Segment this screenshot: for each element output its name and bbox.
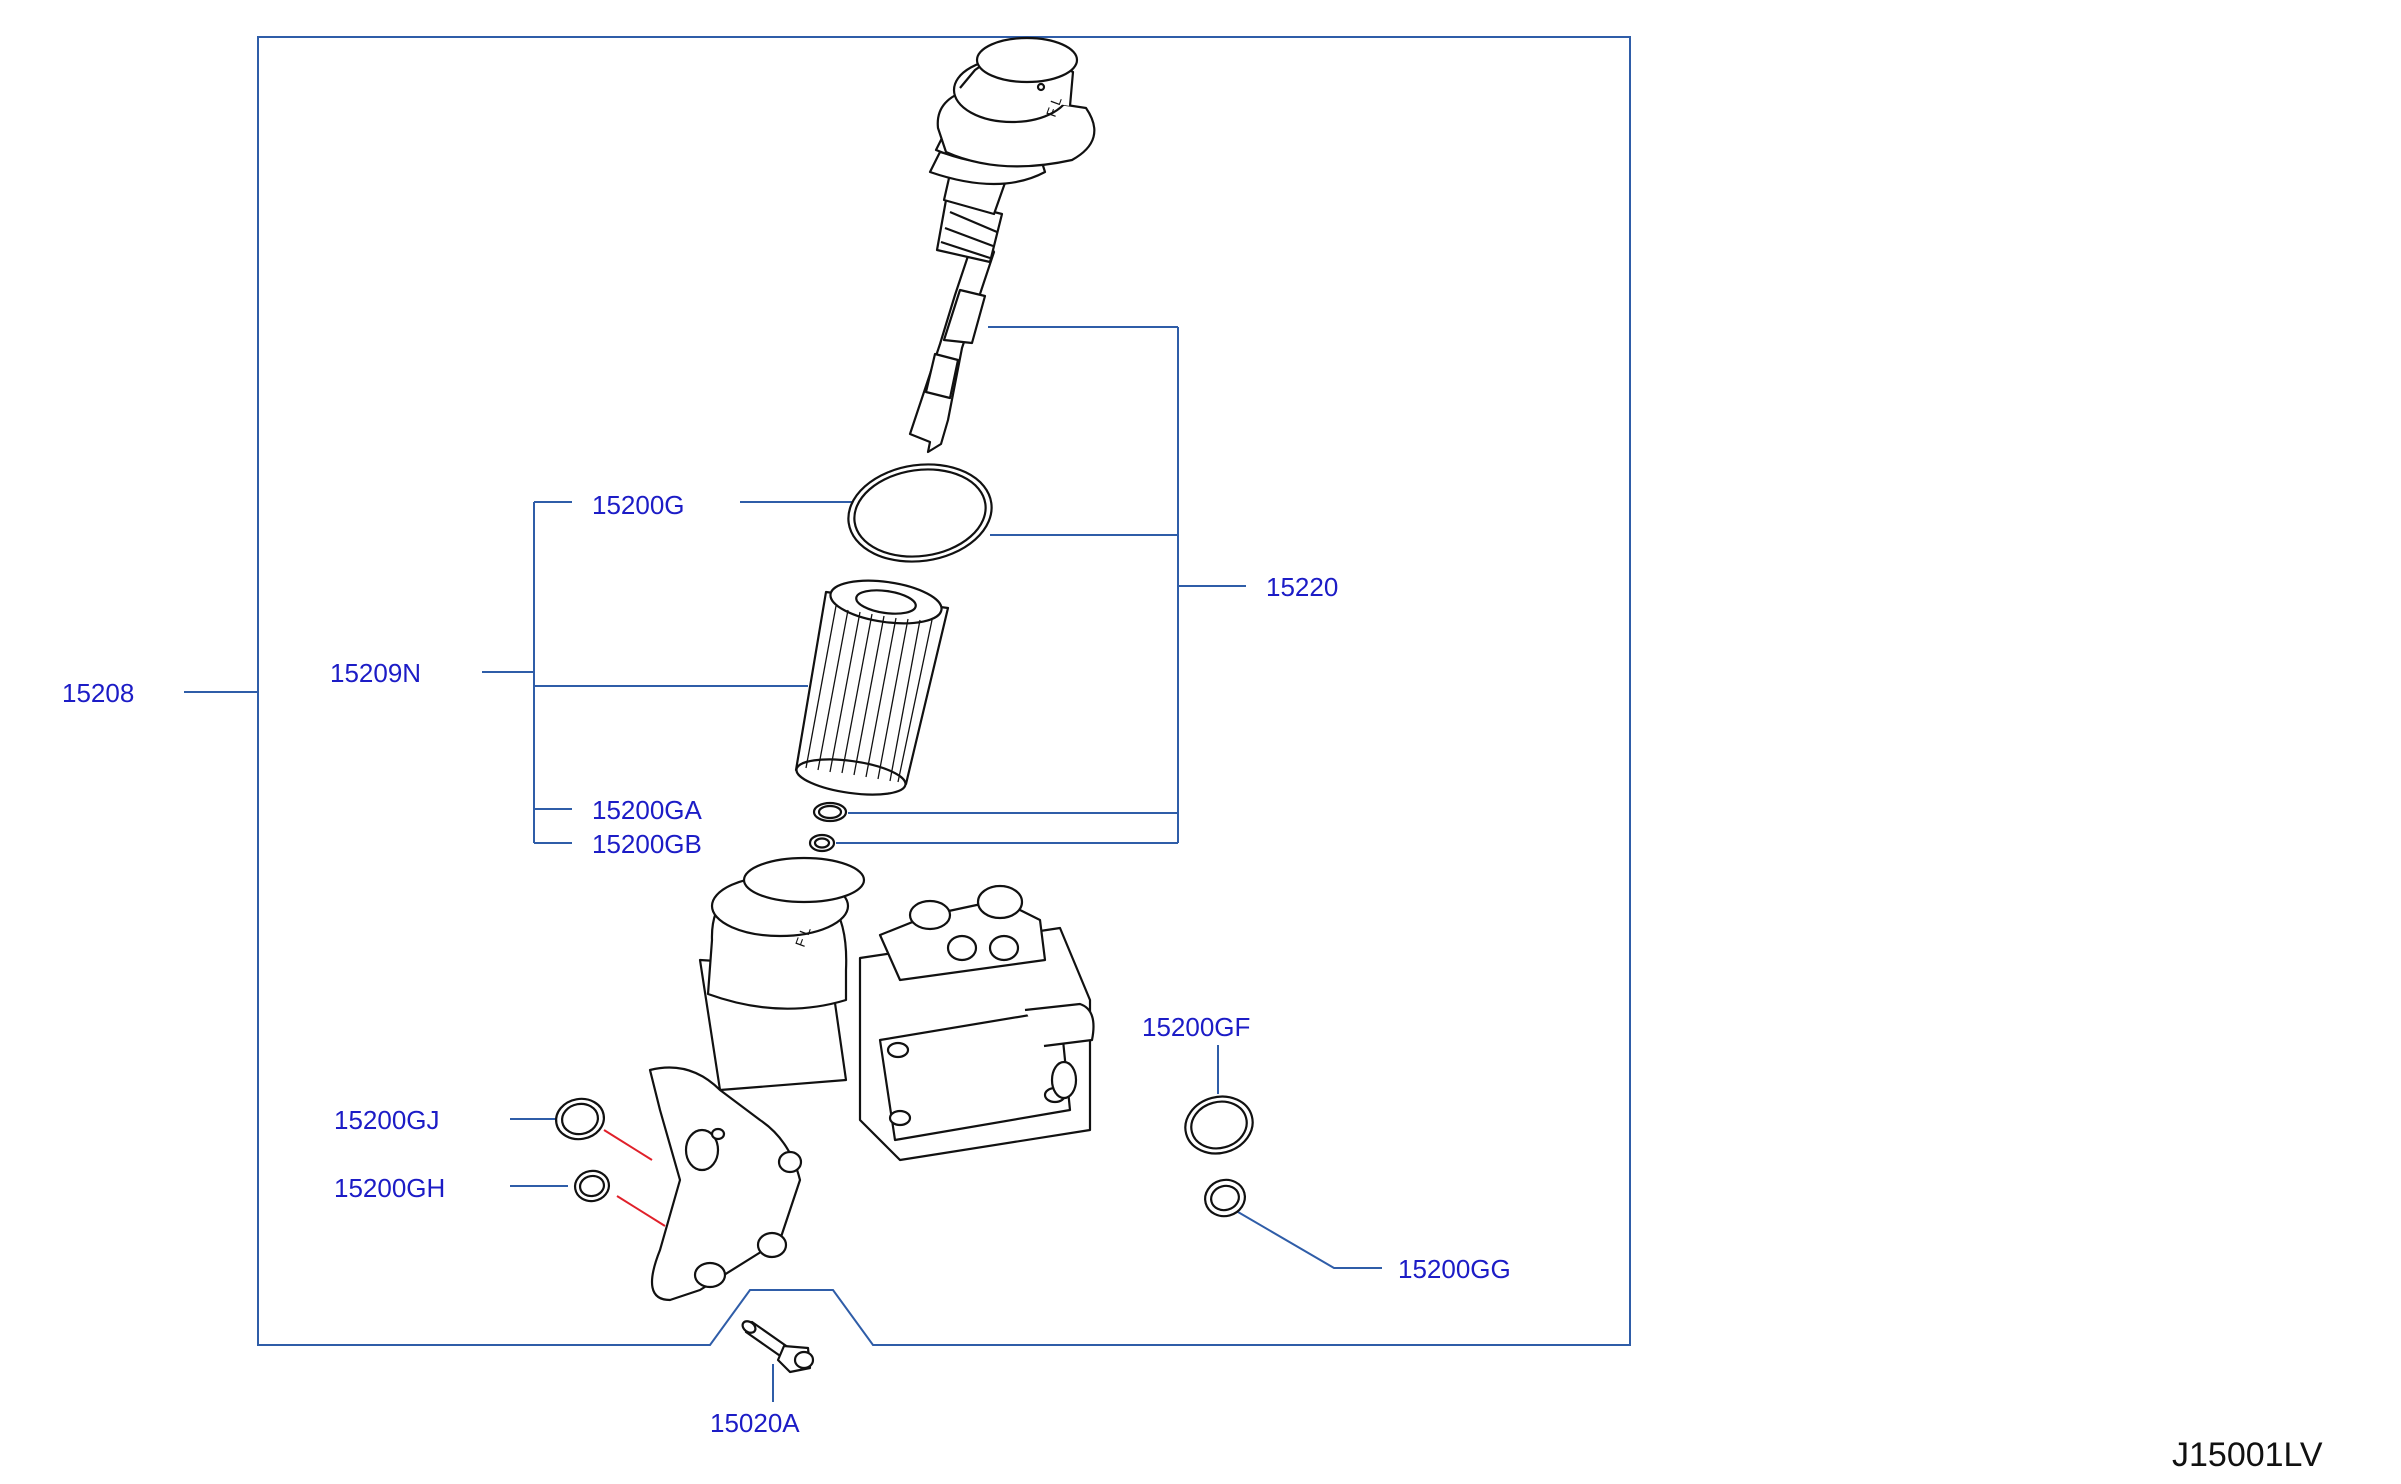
drawing-code: J15001LV bbox=[2172, 1436, 2323, 1474]
leader-lines bbox=[184, 326, 1382, 1402]
part-drawings: F L bbox=[555, 36, 1254, 1374]
filter-cap-icon: F L bbox=[908, 36, 1096, 454]
label-15209N: 15209N bbox=[330, 658, 422, 688]
bolt-icon bbox=[741, 1320, 815, 1374]
label-15200GF: 15200GF bbox=[1142, 1012, 1251, 1042]
label-15200GB: 15200GB bbox=[592, 829, 702, 859]
filter-element-icon bbox=[794, 579, 950, 796]
small-orings-icon bbox=[808, 801, 848, 853]
svg-text:F L: F L bbox=[1043, 94, 1065, 119]
label-15200GG: 15200GG bbox=[1398, 1254, 1511, 1284]
label-15020A: 15020A bbox=[710, 1408, 800, 1438]
oring-set-icon bbox=[555, 1095, 1254, 1218]
label-15200GJ: 15200GJ bbox=[334, 1105, 440, 1135]
label-15220: 15220 bbox=[1266, 572, 1339, 602]
label-15208: 15208 bbox=[62, 678, 135, 708]
label-15200GA: 15200GA bbox=[592, 795, 702, 825]
svg-text:F L: F L bbox=[792, 924, 814, 949]
group-frame bbox=[257, 36, 1631, 1346]
label-15200G: 15200G bbox=[592, 490, 685, 520]
label-15200GH: 15200GH bbox=[334, 1173, 446, 1203]
seal-ring-icon bbox=[847, 463, 993, 563]
filter-housing-icon: F L bbox=[648, 856, 1095, 1302]
alignment-guides bbox=[603, 1129, 666, 1227]
